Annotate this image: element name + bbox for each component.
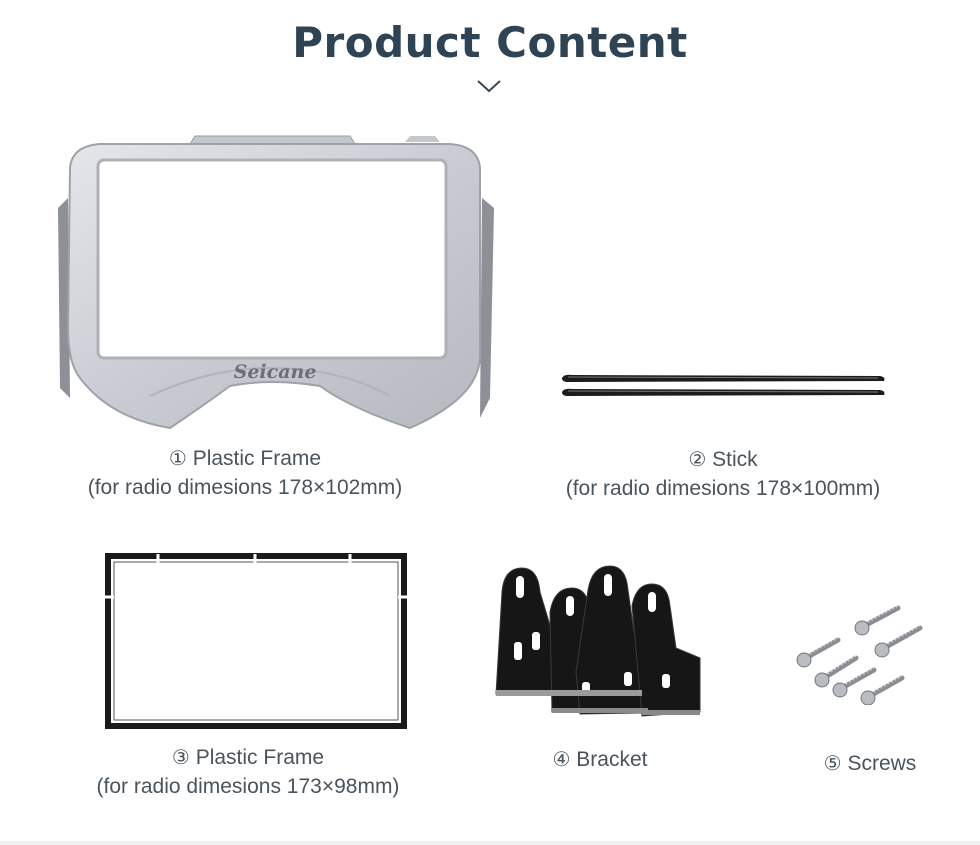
stick-image (562, 374, 885, 396)
item-detail: (for radio dimesions 178×102mm) (87, 476, 403, 499)
caption-bracket: ④ Bracket (500, 745, 700, 774)
caption-screws: ⑤ Screws (775, 749, 965, 778)
item-name: Plastic Frame (192, 447, 322, 470)
item-number: ③ (171, 745, 190, 769)
item-detail: (for radio dimesions 178×100mm) (565, 477, 881, 500)
item-name: Plastic Frame (195, 746, 325, 769)
caption-plastic-frame-1: ① Plastic Frame (for radio dimesions 178… (40, 444, 450, 502)
chevron-down-icon (477, 80, 501, 93)
item-number: ⑤ (823, 751, 842, 775)
seicane-watermark: Seicane (234, 361, 317, 383)
item-name: Screws (847, 752, 917, 775)
bottom-divider (0, 841, 980, 845)
plastic-frame-black-image (104, 553, 408, 729)
item-number: ② (688, 447, 707, 471)
caption-stick: ② Stick (for radio dimesions 178×100mm) (538, 445, 908, 503)
item-number: ① (168, 446, 187, 470)
screws-image (796, 605, 923, 705)
bracket-image (495, 565, 701, 717)
page-title: Product Content (292, 18, 688, 67)
plastic-frame-silver-image: Seicane (58, 135, 494, 430)
item-detail: (for radio dimesions 173×98mm) (96, 775, 400, 798)
item-name: Stick (712, 448, 758, 471)
item-name: Bracket (576, 748, 648, 771)
caption-plastic-frame-3: ③ Plastic Frame (for radio dimesions 173… (48, 743, 448, 801)
item-number: ④ (552, 747, 571, 771)
